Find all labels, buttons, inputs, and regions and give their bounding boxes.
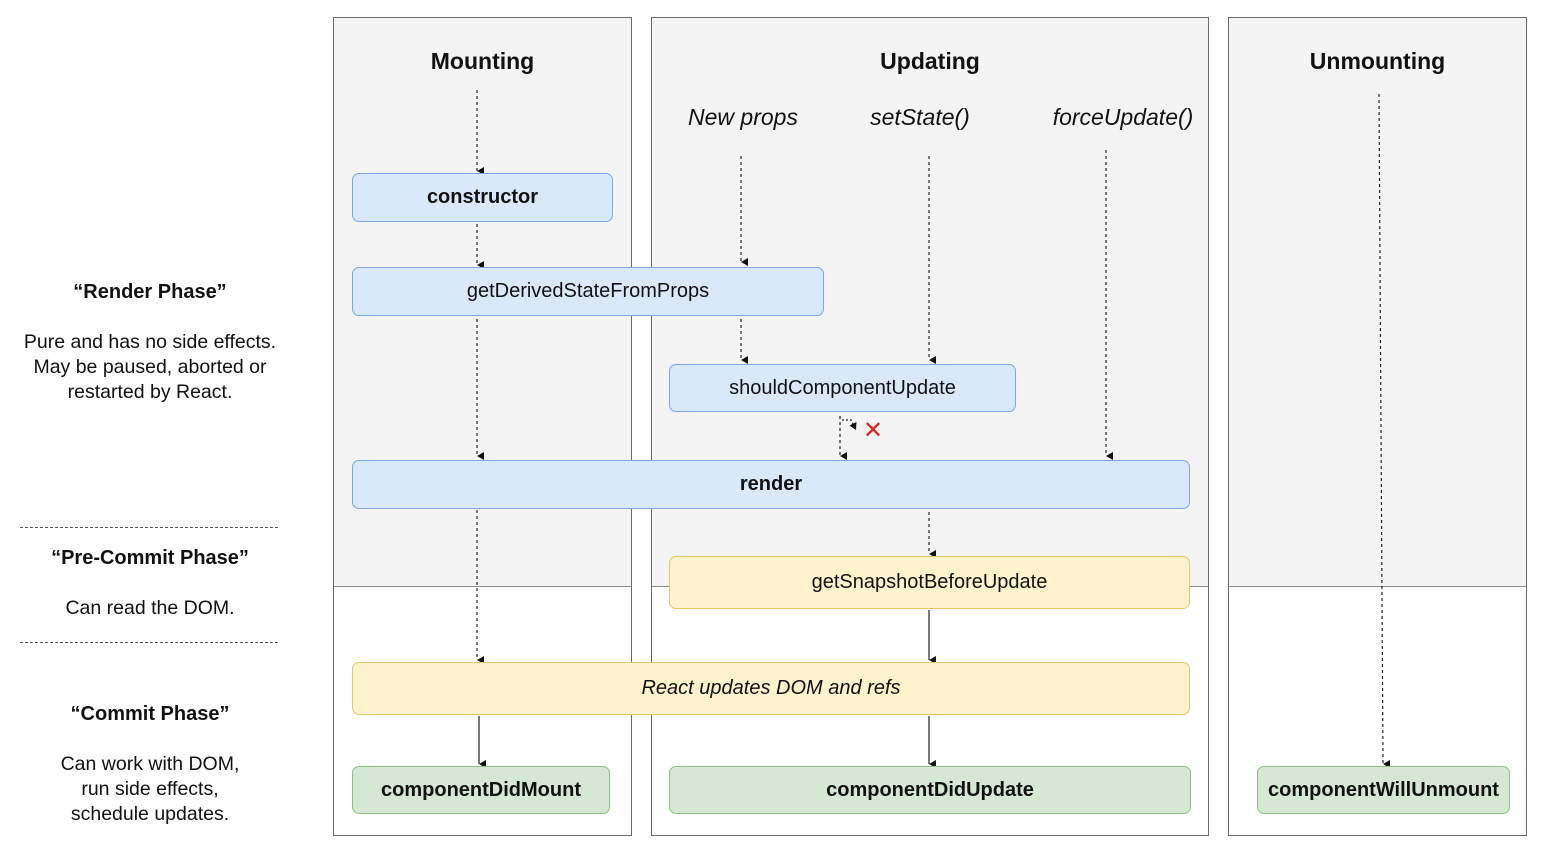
render-box: render: [352, 460, 1190, 509]
pre-commit-phase-desc-line: Can read the DOM.: [65, 597, 235, 619]
constructor-box: constructor: [352, 173, 613, 222]
pre-commit-phase-title: “Pre-Commit Phase”: [51, 547, 249, 569]
commit-phase-desc-line: run side effects,: [81, 778, 219, 800]
commit-phase-description: Can work with DOM, run side effects, sch…: [0, 752, 300, 827]
get-derived-state-from-props-box: getDerivedStateFromProps: [352, 267, 824, 316]
commit-phase-desc-line: schedule updates.: [70, 803, 230, 825]
mounting-title: Mounting: [430, 48, 535, 74]
render-phase-desc-line: May be paused, aborted or: [33, 356, 267, 378]
commit-phase-desc-line: Can work with DOM,: [60, 753, 240, 775]
react-updates-dom-box: React updates DOM and refs: [352, 662, 1190, 715]
set-state-trigger: setState(): [870, 104, 970, 130]
arrow-scu-to-cancel: [842, 419, 857, 431]
get-snapshot-before-update-box: getSnapshotBeforeUpdate: [669, 556, 1190, 609]
arrow-unmount-to-willunmount: [1378, 93, 1391, 768]
component-did-update-box: componentDidUpdate: [669, 766, 1191, 814]
render-phase-desc-line: restarted by React.: [67, 381, 233, 403]
component-did-mount-box: componentDidMount: [352, 766, 610, 814]
component-will-unmount-box: componentWillUnmount: [1257, 766, 1510, 814]
unmounting-title: Unmounting: [1309, 48, 1446, 74]
should-component-update-box: shouldComponentUpdate: [669, 364, 1016, 412]
unmounting-column: Unmounting: [1228, 17, 1527, 836]
new-props-trigger: New props: [688, 104, 798, 130]
render-phase-desc-line: Pure and has no side effects.: [23, 331, 277, 353]
updating-title: Updating: [880, 48, 980, 74]
phase-divider: [20, 527, 278, 528]
cross-icon: ✕: [863, 417, 884, 444]
force-update-trigger: forceUpdate(): [1052, 104, 1194, 130]
render-phase-title: “Render Phase”: [73, 281, 227, 303]
commit-phase-title: “Commit Phase”: [70, 703, 230, 725]
render-phase-description: Pure and has no side effects. May be pau…: [0, 330, 300, 405]
pre-commit-phase-description: Can read the DOM.: [0, 596, 300, 621]
phase-divider: [20, 642, 278, 643]
unmounting-render-area: [1229, 18, 1526, 587]
